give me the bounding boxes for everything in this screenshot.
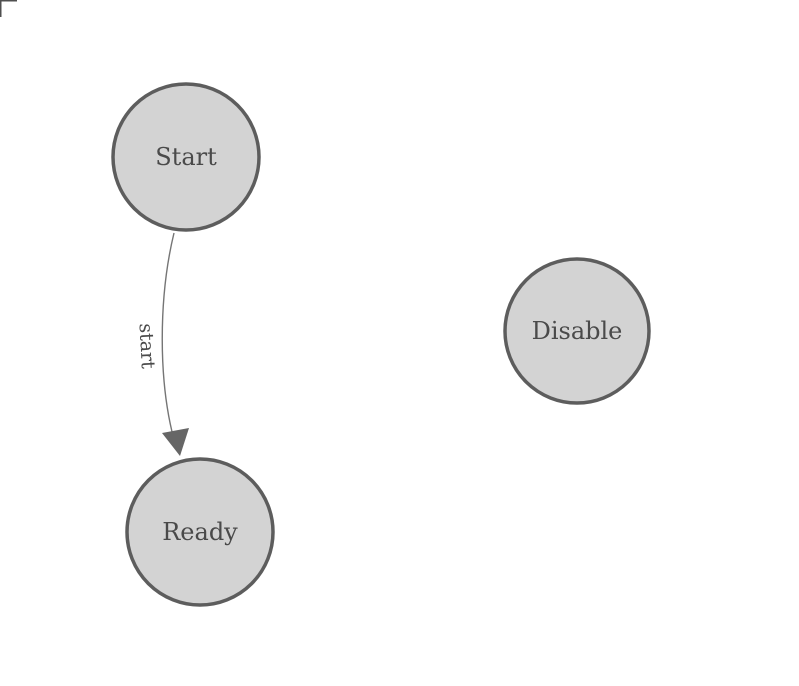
state-node-start-circle[interactable] [111,82,261,232]
state-node-start[interactable]: Start [111,82,261,232]
state-node-ready-label: Ready [162,518,238,546]
state-node-ready[interactable]: Ready [125,457,275,607]
state-node-ready-circle[interactable] [125,457,275,607]
edge-arrowhead-icon [162,428,189,456]
edge-label: start [135,323,159,370]
state-node-start-label: Start [155,143,217,171]
transition-edge-start-ready[interactable]: start [135,232,189,456]
state-node-disable[interactable]: Disable [503,257,651,405]
state-node-disable-circle[interactable] [503,257,651,405]
edge-path[interactable] [161,232,177,448]
state-node-disable-label: Disable [532,317,623,345]
paper-origin-corner-icon [0,0,17,17]
